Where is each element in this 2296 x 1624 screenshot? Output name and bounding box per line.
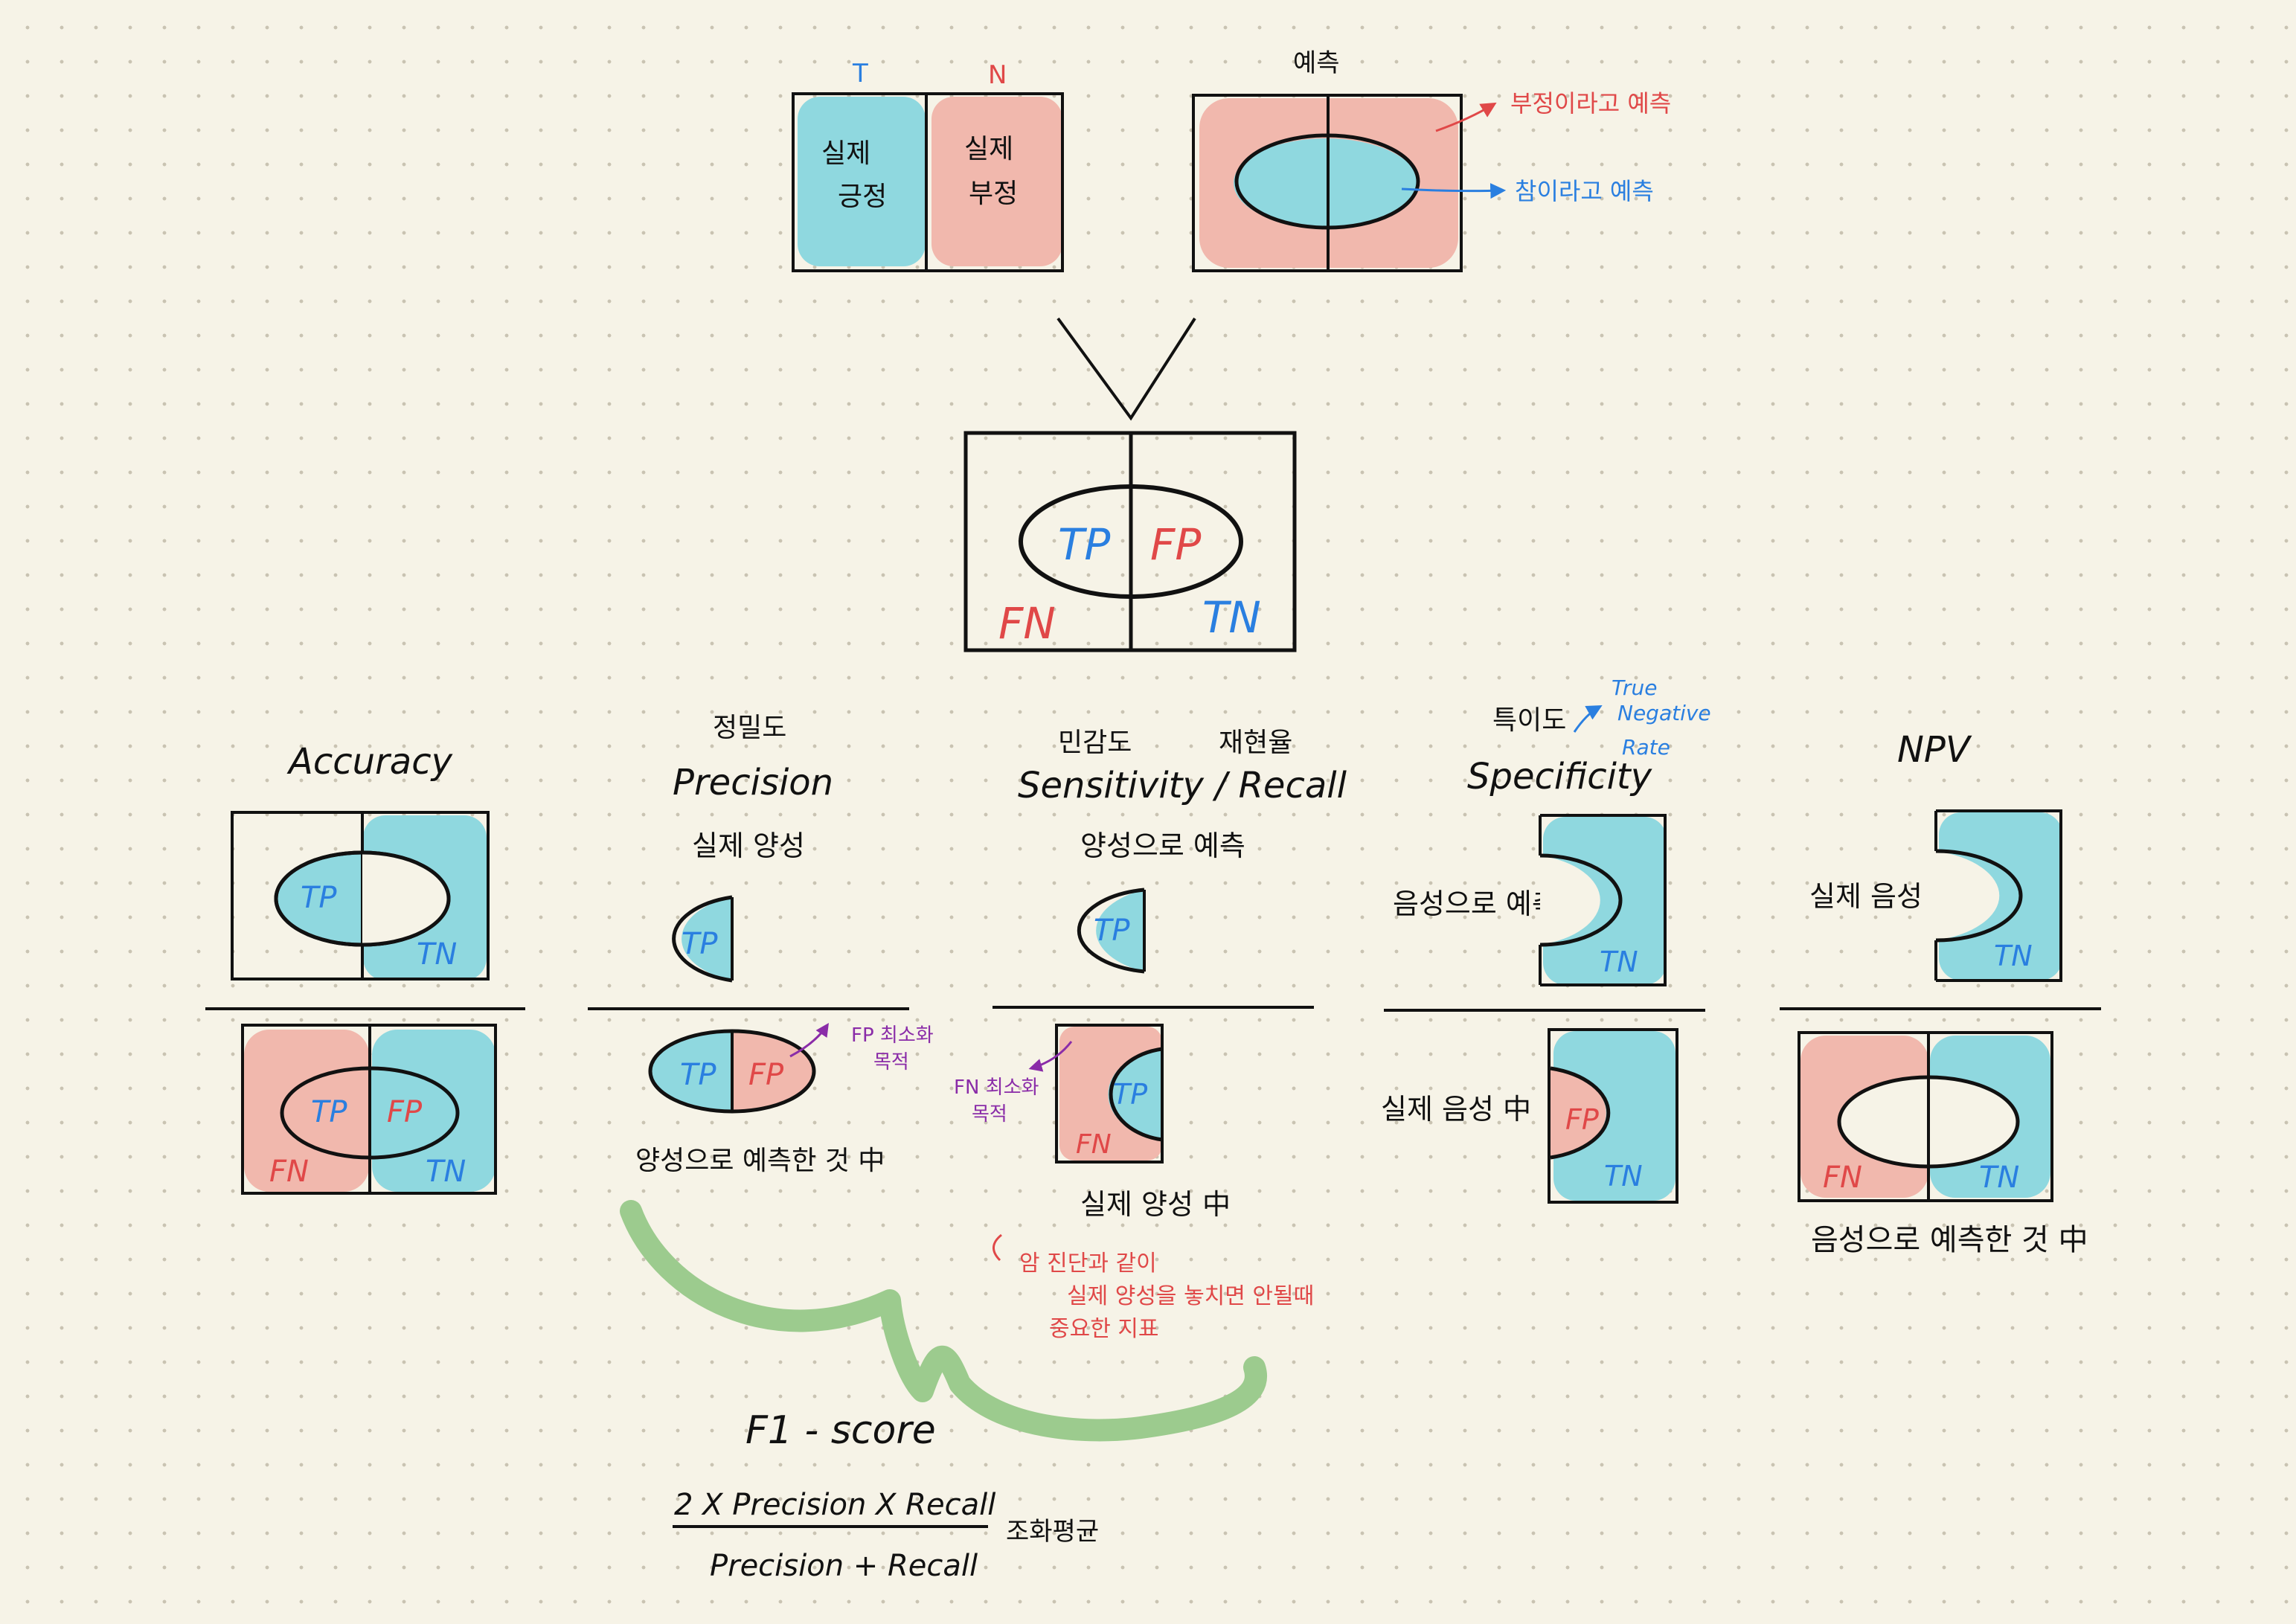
npv-num-tn: TN <box>1994 940 2033 972</box>
recall-den-tp: TP <box>1113 1078 1147 1111</box>
precision-num-tp: TP <box>682 927 718 961</box>
matrix-fn: FN <box>998 598 1056 649</box>
precision-title: Precision <box>673 762 833 803</box>
recall-red-note-line2: 실제 양성을 놓치면 안될때 <box>1067 1283 1314 1309</box>
recall-bottom-note: 실제 양성 中 <box>1080 1188 1231 1221</box>
f1-harmonic-mean-note: 조화평균 <box>1006 1517 1099 1547</box>
specificity-metric: 특이도 True Negative Rate Specificity 음성으로 … <box>1381 675 1711 1204</box>
accuracy-den-tp: TP <box>311 1095 347 1129</box>
tnr-line3: Rate <box>1622 735 1670 760</box>
matrix-tp: TP <box>1058 519 1110 570</box>
accuracy-title: Accuracy <box>286 741 453 783</box>
recall-fn-note-line2: 목적 <box>972 1103 1007 1126</box>
recall-metric: 민감도 재현율 Sensitivity / Recall 양성으로 예측 TP … <box>954 728 1347 1342</box>
recall-den-fn: FN <box>1076 1129 1112 1160</box>
note-predicted-negative: 부정이라고 예측 <box>1510 89 1671 118</box>
accuracy-den-tn: TN <box>426 1155 466 1189</box>
recall-korean-2: 재현율 <box>1219 728 1292 758</box>
matrix-tn: TN <box>1202 592 1261 643</box>
f1-denominator: Precision + Recall <box>710 1549 978 1583</box>
f1-connector-stroke <box>620 1200 1267 1442</box>
precision-top-note: 실제 양성 <box>692 829 805 862</box>
f1-title: F1 - score <box>745 1408 936 1453</box>
actual-positive-line2: 긍정 <box>838 182 887 212</box>
specificity-bottom-note: 실제 음성 中 <box>1381 1093 1531 1126</box>
label-t: T <box>852 59 868 89</box>
npv-den-tn: TN <box>1979 1161 2019 1195</box>
predicted-title: 예측 <box>1293 48 1340 78</box>
specificity-den-tn: TN <box>1604 1160 1643 1193</box>
specificity-num-tn: TN <box>1600 946 1638 978</box>
f1-metric: F1 - score 2 X Precision X Recall Precis… <box>673 1408 1099 1583</box>
precision-fp-note-line1: FP 최소화 <box>851 1024 934 1047</box>
precision-den-tp: TP <box>680 1058 716 1092</box>
label-n: N <box>988 60 1007 90</box>
specificity-den-fp: FP <box>1565 1103 1599 1136</box>
accuracy-num-tn: TN <box>417 937 457 972</box>
actual-negative-line2: 부정 <box>969 179 1018 209</box>
precision-korean: 정밀도 <box>713 713 786 743</box>
actual-positive-line1: 실제 <box>821 138 870 169</box>
actual-box: T N 실제 긍정 실제 부정 <box>792 59 1064 272</box>
predicted-positive-fill <box>1234 138 1418 228</box>
tnr-line1: True <box>1612 675 1657 700</box>
recall-num-tp: TP <box>1094 914 1130 948</box>
actual-negative-fill <box>931 97 1062 266</box>
predicted-box: 예측 부정이라고 예측 참이라고 예측 <box>1192 48 1671 272</box>
precision-bottom-note: 양성으로 예측한 것 中 <box>635 1146 885 1176</box>
merge-v-shape <box>1056 317 1196 421</box>
npv-bottom-note: 음성으로 예측한 것 中 <box>1811 1223 2088 1257</box>
npv-den-fn: FN <box>1823 1161 1862 1195</box>
specificity-korean: 특이도 <box>1492 705 1566 736</box>
tnr-line2: Negative <box>1617 701 1711 725</box>
precision-fp-note-line2: 목적 <box>873 1051 909 1073</box>
accuracy-metric: Accuracy TP TN TP FP FN TN <box>205 741 525 1195</box>
specificity-top-note: 음성으로 예측 <box>1393 888 1558 920</box>
accuracy-den-fn: FN <box>269 1155 309 1189</box>
specificity-title: Specificity <box>1467 756 1652 797</box>
matrix-fp: FP <box>1150 519 1201 570</box>
recall-top-note: 양성으로 예측 <box>1080 829 1245 862</box>
note-predicted-positive: 참이라고 예측 <box>1515 177 1654 205</box>
npv-metric: NPV 실제 음성 TN FN TN 음성으로 예측한 것 中 <box>1780 729 2101 1257</box>
recall-fn-note-line1: FN 최소화 <box>954 1076 1039 1099</box>
npv-top-note: 실제 음성 <box>1809 880 1923 913</box>
actual-negative-line1: 실제 <box>964 134 1013 164</box>
npv-title: NPV <box>1897 729 1972 771</box>
confusion-matrix: TP FP FN TN <box>963 431 1297 652</box>
precision-den-fp: FP <box>748 1058 784 1092</box>
actual-positive-fill <box>798 97 926 266</box>
accuracy-den-fp: FP <box>387 1095 423 1129</box>
accuracy-num-tp: TP <box>301 881 337 915</box>
f1-numerator: 2 X Precision X Recall <box>674 1488 995 1522</box>
recall-title: Sensitivity / Recall <box>1018 765 1347 806</box>
recall-red-note-line3: 중요한 지표 <box>1049 1316 1159 1342</box>
recall-korean-1: 민감도 <box>1058 728 1132 758</box>
recall-red-note-line1: 암 진단과 같이 <box>1019 1251 1157 1277</box>
precision-metric: 정밀도 Precision 실제 양성 TP TP FP FP 최소화 목적 양… <box>588 713 934 1176</box>
